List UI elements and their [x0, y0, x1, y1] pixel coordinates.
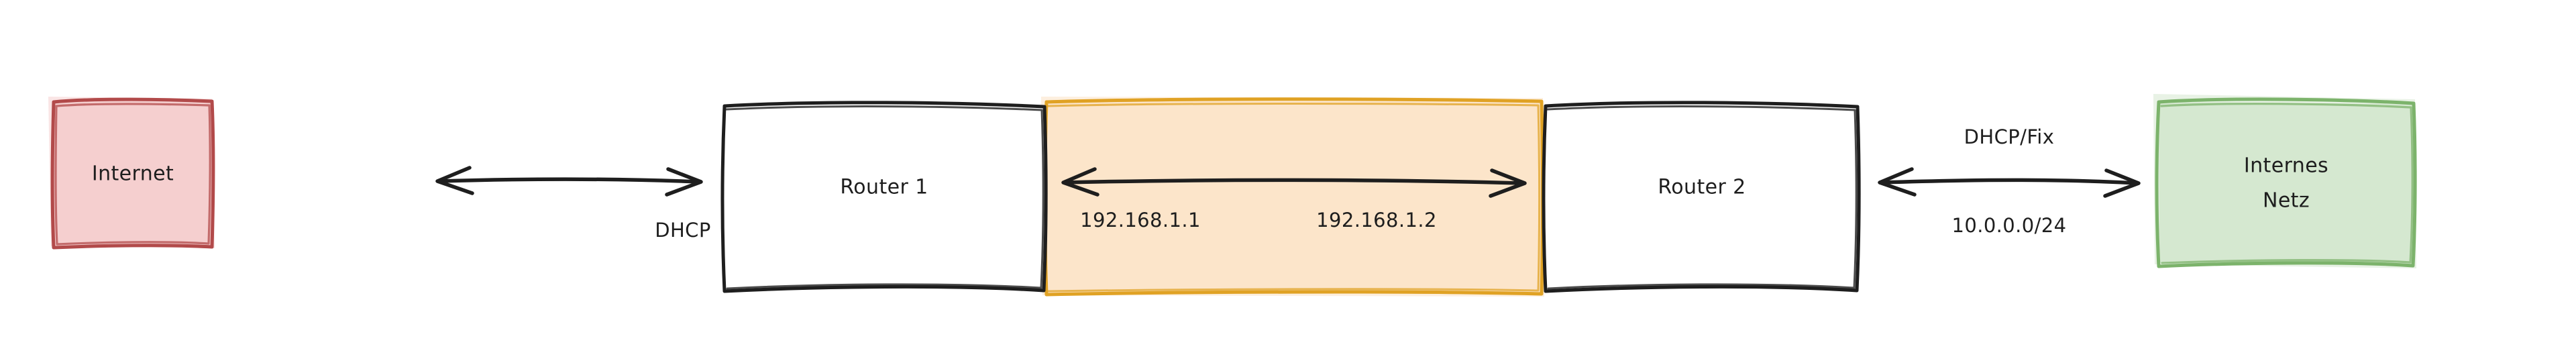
- router2-label: Router 2: [1658, 176, 1746, 199]
- internesnetz-label-line2: Netz: [2263, 189, 2310, 213]
- internesnetz-border-a: [2155, 97, 2417, 268]
- dhcp-label: DHCP: [655, 219, 710, 242]
- router2-border-a: [1542, 101, 1861, 293]
- internet-router1-line: [437, 177, 701, 184]
- internet-label: Internet: [92, 162, 174, 186]
- ip-right-label: 192.168.1.2: [1316, 209, 1437, 231]
- internet-router1-arrowhead-left: [435, 166, 474, 195]
- link-fill: [1046, 101, 1542, 294]
- router1-router2-arrowhead-left: [1061, 167, 1099, 197]
- internet-router1-arrowhead-right: [665, 167, 703, 197]
- internesnetz-fill: [2159, 102, 2414, 266]
- node-router2[interactable]: Router 2: [1542, 101, 1861, 293]
- router2-internesnetz-line: [1880, 178, 2139, 185]
- router2-internesnetz-arrowhead-right: [2103, 168, 2141, 198]
- internet-border-a: [50, 97, 215, 250]
- router1-border-b: [725, 105, 1044, 290]
- router1-border-a: [720, 101, 1048, 293]
- internesnetz-border-b: [2160, 103, 2414, 264]
- edge-router2-internesnetz[interactable]: DHCP/Fix 10.0.0.0/24: [1878, 125, 2141, 237]
- node-router1[interactable]: Router 1: [720, 101, 1048, 293]
- link-border-b: [1047, 103, 1540, 293]
- router1-fill: [724, 105, 1045, 291]
- router1-label: Router 1: [840, 176, 928, 199]
- internet-fill: [53, 101, 213, 247]
- subnet-label: 10.0.0.0/24: [1952, 214, 2067, 237]
- router2-fill: [1545, 105, 1858, 291]
- router1-router2-line: [1063, 178, 1525, 185]
- router2-internesnetz-arrowhead-left: [1878, 167, 1917, 197]
- edge-router1-router2[interactable]: 192.168.1.1 192.168.1.2: [1061, 167, 1527, 231]
- node-internet[interactable]: Internet: [48, 97, 215, 250]
- dhcp-fix-label: DHCP/Fix: [1964, 125, 2055, 148]
- node-link-segment[interactable]: [1041, 97, 1544, 297]
- router1-router2-arrowhead-right: [1489, 168, 1527, 198]
- internet-border-b: [54, 103, 211, 246]
- edge-internet-router1[interactable]: DHCP: [435, 166, 711, 242]
- router2-border-b: [1546, 105, 1858, 290]
- node-internes-netz[interactable]: Internes Netz: [2153, 94, 2417, 268]
- internesnetz-label-line1: Internes: [2244, 154, 2328, 178]
- ip-left-label: 192.168.1.1: [1080, 209, 1201, 231]
